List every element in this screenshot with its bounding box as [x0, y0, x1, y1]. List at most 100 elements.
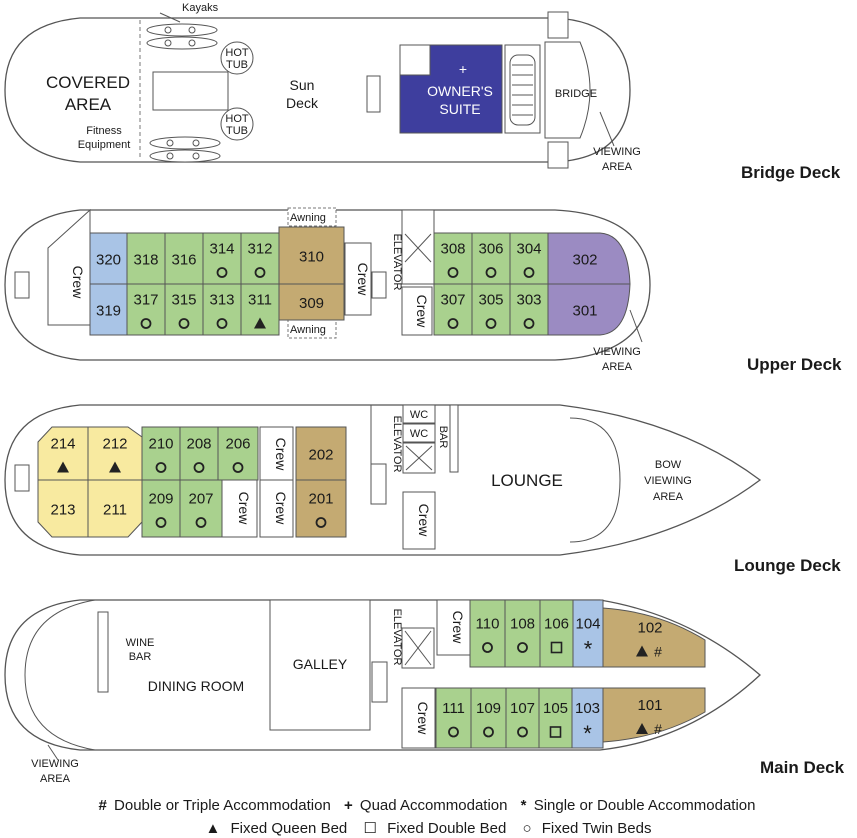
cabin-303[interactable]: 303	[509, 283, 549, 336]
cabin-307[interactable]: 307	[433, 283, 473, 336]
upper-deck: Crew Awning Awning Crew ELEVATOR Crew 32…	[4, 207, 651, 373]
kayak-rack-top	[146, 23, 218, 50]
cabin-number: 306	[478, 241, 503, 258]
cabin-number: 210	[148, 436, 173, 453]
cabin-212[interactable]: 212	[87, 426, 143, 481]
cabin-313[interactable]: 313	[202, 283, 242, 336]
cabin-312[interactable]: 312	[240, 232, 280, 285]
cabin-105[interactable]: 105	[538, 687, 573, 749]
bridge-room	[544, 41, 591, 139]
cabin-106[interactable]: 106	[539, 599, 574, 668]
bow-viewing-label-1: BOW	[655, 459, 682, 471]
cabin-310[interactable]: 310	[278, 226, 345, 285]
cabin-201[interactable]: 201	[295, 479, 347, 538]
lounge-elevator-label: ELEVATOR	[391, 416, 403, 473]
legend-item-twin: ○ Fixed Twin Beds	[522, 820, 652, 837]
wine-bar-counter	[97, 611, 109, 693]
cabin-109[interactable]: 109	[470, 687, 507, 749]
fitness-label-2: Equipment	[78, 139, 131, 151]
cabin-210[interactable]: 210	[141, 426, 181, 481]
cabin-number: 108	[510, 616, 535, 633]
cabin-107[interactable]: 107	[505, 687, 540, 749]
cabin-302[interactable]: 302	[547, 232, 631, 285]
twin-beds-icon	[447, 267, 459, 278]
legend-accommodation: # Double or Triple Accommodation + Quad …	[0, 797, 857, 814]
twin-beds-icon	[523, 267, 535, 278]
legend-item-single-double: * Single or Double Accommodation	[520, 797, 756, 814]
cabin-319[interactable]: 319	[89, 283, 128, 336]
cabin-314[interactable]: 314	[202, 232, 242, 285]
cabin-102[interactable]: 102#	[602, 607, 706, 668]
cabin-number: 201	[308, 491, 333, 508]
cabin-213[interactable]: 213	[37, 479, 89, 538]
cabin-209[interactable]: 209	[141, 479, 181, 538]
cabin-317[interactable]: 317	[126, 283, 166, 336]
cabin-201-fill	[295, 479, 347, 538]
cabin-320[interactable]: 320	[89, 232, 128, 285]
cabin-number: 105	[543, 700, 568, 717]
kayaks-pointer	[159, 12, 181, 23]
cabin-315[interactable]: 315	[164, 283, 204, 336]
cabin-211[interactable]: 211	[87, 479, 143, 538]
legend-beds: ▲ Fixed Queen Bed ☐ Fixed Double Bed ○ F…	[0, 819, 857, 837]
cabin-104[interactable]: 104*	[572, 599, 604, 668]
cabin-109-fill	[470, 687, 507, 749]
lounge-crew-1-label: Crew	[273, 438, 289, 472]
cabin-301-fill	[547, 283, 631, 336]
quad-accommodation-symbol: +	[459, 61, 467, 77]
upper-crew-aft-label: Crew	[70, 266, 86, 300]
cabin-105-fill	[538, 687, 573, 749]
cabin-209-fill	[141, 479, 181, 538]
cabin-number: 207	[188, 491, 213, 508]
twin-beds-icon	[216, 318, 228, 329]
cabin-111[interactable]: 111	[435, 687, 472, 749]
dining-room-label: DINING ROOM	[148, 678, 244, 694]
cabin-number: 310	[299, 249, 324, 266]
main-deck: WINE BAR DINING ROOM GALLEY ELEVATOR Cre…	[4, 599, 761, 785]
hot-tub-a	[220, 41, 254, 75]
cabin-108[interactable]: 108	[504, 599, 541, 668]
covered-area-label: COVERED	[46, 73, 130, 92]
awning-top	[287, 207, 337, 227]
hot-tub-a-label-2: TUB	[226, 59, 248, 71]
upper-crew-mid-label: Crew	[355, 263, 371, 297]
cabin-309[interactable]: 309	[278, 283, 345, 321]
cabin-202[interactable]: 202	[295, 426, 347, 481]
cabin-316[interactable]: 316	[164, 232, 204, 285]
cabin-304[interactable]: 304	[509, 232, 549, 285]
kayak-rack-bottom	[149, 136, 221, 163]
cabin-206[interactable]: 206	[217, 426, 259, 481]
cabin-103[interactable]: 103*	[571, 687, 604, 749]
queen-bed-icon: ▲	[205, 820, 221, 837]
cabin-306[interactable]: 306	[471, 232, 511, 285]
cabin-number: 316	[171, 252, 196, 269]
lounge-bar-counter	[449, 404, 459, 473]
main-deck-cabins: 110 111 108 109 106 107 105 104* 103* 102# 101#	[435, 599, 706, 749]
cabin-number: 301	[572, 303, 597, 320]
twin-beds-icon	[178, 318, 190, 329]
cabin-308[interactable]: 308	[433, 232, 473, 285]
cabin-110[interactable]: 110	[469, 599, 506, 668]
wine-bar-label-2: BAR	[129, 651, 152, 663]
cabin-301[interactable]: 301	[547, 283, 631, 336]
main-elevator-label: ELEVATOR	[391, 609, 403, 666]
cabin-208[interactable]: 208	[179, 426, 219, 481]
twin-beds-icon	[193, 462, 205, 473]
upper-crew-fwd-label: Crew	[414, 295, 430, 329]
cabin-number: 202	[308, 447, 333, 464]
cabin-214[interactable]: 214	[37, 426, 89, 481]
lounge-crew-3	[259, 479, 294, 538]
legend-item-quad: + Quad Accommodation	[343, 797, 508, 814]
cabin-310-fill	[278, 226, 345, 285]
cabin-305[interactable]: 305	[471, 283, 511, 336]
cabin-304-fill	[509, 232, 549, 285]
cabin-318[interactable]: 318	[126, 232, 166, 285]
cabin-number: 107	[510, 700, 535, 717]
owners-suite-label-2: SUITE	[439, 101, 480, 117]
cabin-101[interactable]: 101#	[602, 687, 706, 743]
cabin-311[interactable]: 311	[240, 283, 280, 336]
cabin-111-fill	[435, 687, 472, 749]
single-double-icon: *	[584, 637, 593, 662]
cabin-207[interactable]: 207	[179, 479, 223, 538]
upper-crew-mid-room	[344, 242, 372, 316]
